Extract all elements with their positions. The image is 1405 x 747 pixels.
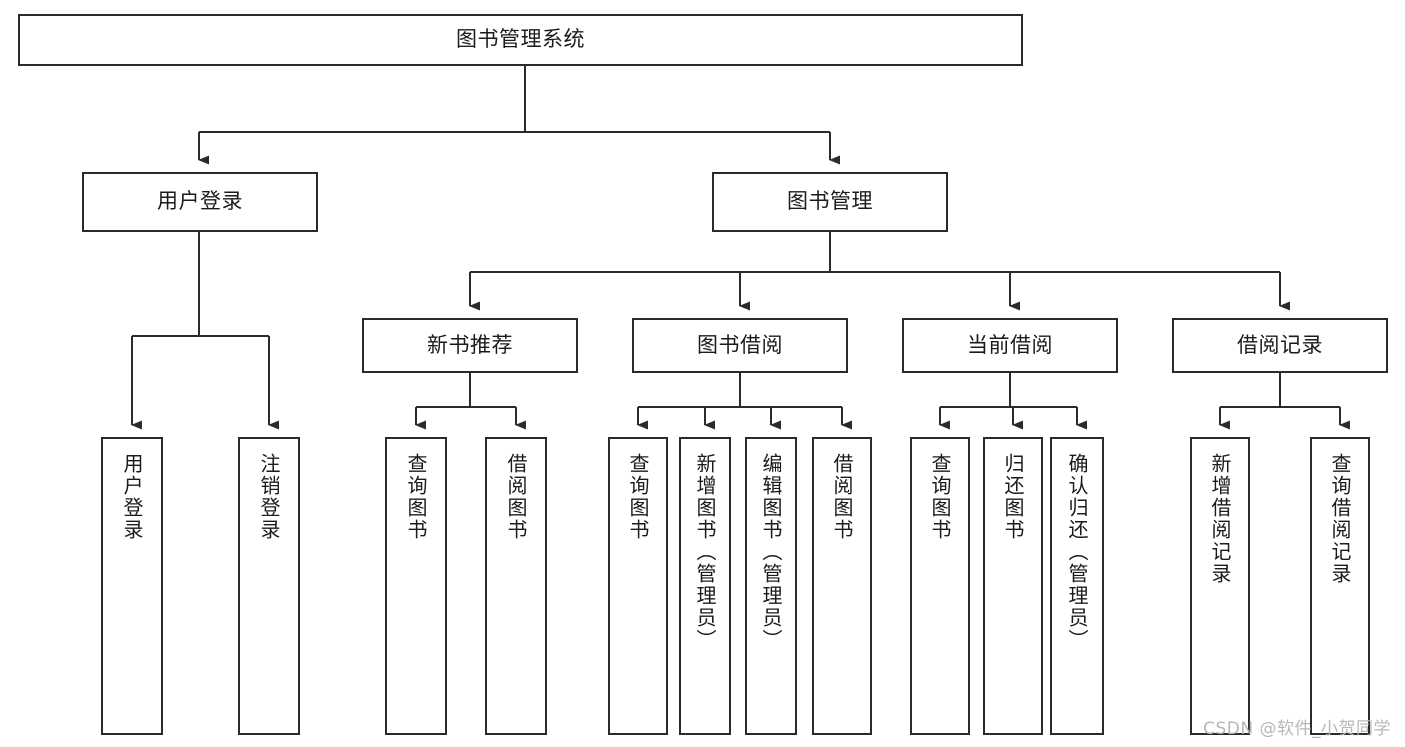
node-label-leaf-query-book-3: 查询图书 [928,453,952,541]
node-label-leaf-add-book: 新增图书（管理员） [693,453,717,651]
node-label-leaf-return-book: 归还图书 [1001,453,1025,541]
node-current-borrow: 当前借阅 [902,318,1118,373]
node-label-leaf-confirm-return: 确认归还（管理员） [1065,453,1089,651]
csdn-watermark: CSDN @软件_小贺同学 [1203,719,1391,739]
node-label-leaf-add-record: 新增借阅记录 [1208,453,1232,585]
node-leaf-add-book: 新增图书（管理员） [679,437,731,735]
node-book-borrow: 图书借阅 [632,318,848,373]
node-leaf-add-record: 新增借阅记录 [1190,437,1250,735]
node-user-login: 用户登录 [82,172,318,232]
node-label-leaf-query-book-2: 查询图书 [626,453,650,541]
connector-lines [131,66,1350,430]
node-leaf-user-logout: 注销登录 [238,437,300,735]
node-leaf-user-login: 用户登录 [101,437,163,735]
node-label-root: 图书管理系统 [456,27,585,52]
node-leaf-borrow-book-2: 借阅图书 [812,437,872,735]
node-label-leaf-borrow-book-2: 借阅图书 [830,453,854,541]
node-label-leaf-user-logout: 注销登录 [257,453,281,541]
node-label-book-manage: 图书管理 [787,189,873,214]
node-leaf-query-book-3: 查询图书 [910,437,970,735]
node-label-leaf-edit-book: 编辑图书（管理员） [759,453,783,651]
node-leaf-confirm-return: 确认归还（管理员） [1050,437,1104,735]
node-new-book-rec: 新书推荐 [362,318,578,373]
node-leaf-edit-book: 编辑图书（管理员） [745,437,797,735]
node-leaf-query-book-1: 查询图书 [385,437,447,735]
node-label-leaf-borrow-book-1: 借阅图书 [504,453,528,541]
node-label-book-borrow: 图书借阅 [697,332,783,357]
node-label-user-login: 用户登录 [157,189,243,214]
node-leaf-query-book-2: 查询图书 [608,437,668,735]
node-label-current-borrow: 当前借阅 [967,332,1053,357]
node-leaf-return-book: 归还图书 [983,437,1043,735]
node-borrow-record: 借阅记录 [1172,318,1388,373]
node-label-leaf-query-record: 查询借阅记录 [1328,453,1352,585]
node-label-leaf-user-login: 用户登录 [120,453,144,541]
node-leaf-query-record: 查询借阅记录 [1310,437,1370,735]
node-label-leaf-query-book-1: 查询图书 [404,453,428,541]
node-book-manage: 图书管理 [712,172,948,232]
node-leaf-borrow-book-1: 借阅图书 [485,437,547,735]
node-label-borrow-record: 借阅记录 [1237,332,1323,357]
node-root: 图书管理系统 [18,14,1023,66]
node-label-new-book-rec: 新书推荐 [427,332,513,357]
